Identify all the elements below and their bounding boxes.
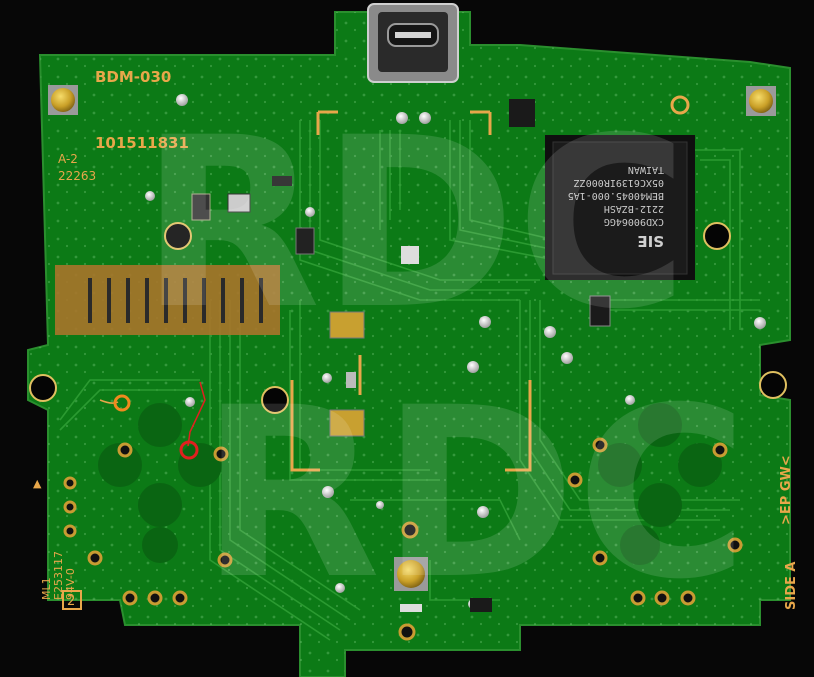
watermark-top: RDC — [140, 88, 689, 361]
through-hole-pads — [63, 437, 743, 641]
mounting-holes — [29, 222, 787, 414]
cert-line-3: 94V-0 — [64, 568, 77, 600]
side-label: SIDE A — [784, 562, 799, 610]
cert-line-2: E253117 — [52, 551, 65, 600]
highlight-circle-red — [179, 440, 199, 460]
board-part-number: 101511831 — [95, 134, 189, 152]
box-number-frame — [62, 590, 82, 610]
chip-line-4: 05XC6139IR000ZZ — [574, 177, 664, 188]
tactile-switches — [48, 85, 776, 591]
cert-block: ML1 E253117 94V-0 — [40, 551, 77, 600]
board-date-code: 22263 — [58, 169, 96, 183]
gw-label: >EP GW< — [779, 455, 794, 525]
smd-components — [191, 99, 611, 612]
annotation-wire-red — [187, 381, 206, 447]
triangle-mark: ▲ — [33, 477, 42, 490]
button-contact-areas — [98, 403, 722, 565]
fiducial-mark — [670, 95, 690, 115]
chip-line-2: 2212-BZASH — [604, 203, 664, 214]
chip-line-5: TAIWAN — [628, 164, 664, 175]
box-number: 2 — [67, 594, 75, 609]
usb-c-port — [367, 3, 459, 83]
chip-logo: SIE — [637, 232, 664, 250]
solder-points — [145, 94, 766, 609]
chip-line-1: CXD90064GG — [604, 216, 664, 227]
chip-line-3: BEM40045.000-1A5 — [568, 190, 664, 201]
main-soc-chip: SIE CXD90064GG 2212-BZASH BEM40045.000-1… — [545, 135, 695, 280]
silk-brackets — [290, 110, 532, 472]
board-model-label: BDM-030 — [95, 68, 171, 86]
ribbon-connector-pads — [55, 265, 280, 335]
watermark-bottom: RDC — [200, 358, 749, 631]
board-revision: A-2 — [58, 152, 78, 166]
pcb-traces — [59, 120, 760, 641]
cert-line-1: ML1 — [40, 577, 53, 600]
annotation-wire-orange — [99, 399, 119, 404]
highlight-circle-orange — [113, 394, 131, 412]
